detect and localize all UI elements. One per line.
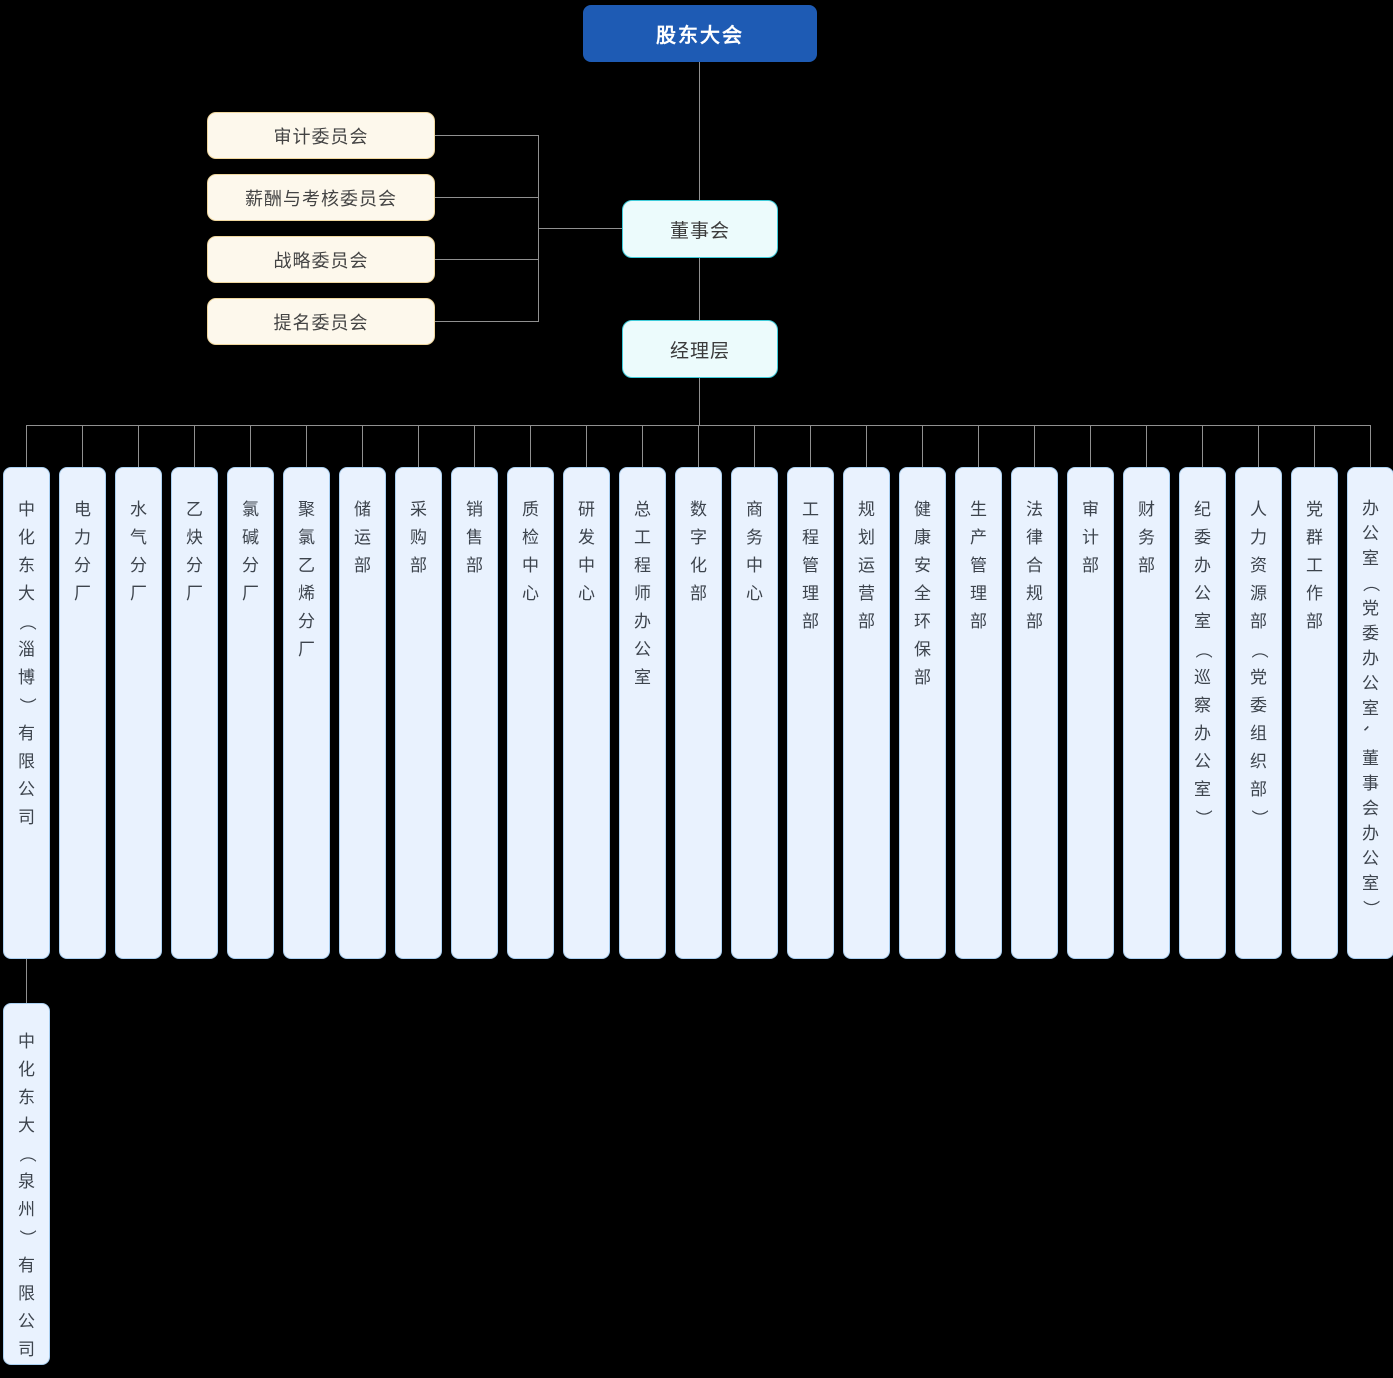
department-box: 财务部 [1123,467,1170,959]
department-box: 氯碱分厂 [227,467,274,959]
connector-line [418,425,419,467]
department-box: 纪委办公室（巡察办公室） [1179,467,1226,959]
connector-line [26,959,27,1003]
connector-line [530,425,531,467]
connector-line [1090,425,1091,467]
node-committee-strategy: 战略委员会 [207,236,435,283]
connector-line [306,425,307,467]
connector-line [698,425,699,467]
connector-line [138,425,139,467]
connector-line [699,258,700,320]
department-box: 审计部 [1067,467,1114,959]
department-box: 工程管理部 [787,467,834,959]
department-box: 人力资源部（党委组织部） [1235,467,1282,959]
connector-line [586,425,587,467]
connector-line [1314,425,1315,467]
node-committee-nomination: 提名委员会 [207,298,435,345]
department-box: 商务中心 [731,467,778,959]
connector-line [866,425,867,467]
connector-line [922,425,923,467]
connector-line [538,228,622,229]
connector-line [435,135,538,136]
node-board-of-directors: 董事会 [622,200,778,258]
department-box: 生产管理部 [955,467,1002,959]
connector-line [642,425,643,467]
connector-line [26,425,27,467]
department-box: 质检中心 [507,467,554,959]
department-box: 聚氯乙烯分厂 [283,467,330,959]
connector-line [1202,425,1203,467]
department-box: 法律合规部 [1011,467,1058,959]
connector-line [699,378,700,425]
department-box: 乙炔分厂 [171,467,218,959]
department-box: 总工程师办公室 [619,467,666,959]
subsidiary-box: 中化东大（泉州）有限公司 [3,1003,50,1365]
department-box: 电力分厂 [59,467,106,959]
connector-line [1258,425,1259,467]
connector-line [82,425,83,467]
department-box: 储运部 [339,467,386,959]
node-shareholders-meeting: 股东大会 [583,5,817,62]
connector-line [250,425,251,467]
connector-line [699,62,700,200]
connector-line [1146,425,1147,467]
department-box: 数字化部 [675,467,722,959]
department-box: 中化东大（淄博）有限公司 [3,467,50,959]
connector-line [1370,425,1371,467]
department-box: 水气分厂 [115,467,162,959]
connector-line [435,197,538,198]
department-box: 党群工作部 [1291,467,1338,959]
connector-line [194,425,195,467]
connector-line [474,425,475,467]
department-box: 销售部 [451,467,498,959]
department-box: 规划运营部 [843,467,890,959]
connector-line [362,425,363,467]
connector-line [435,321,538,322]
department-box: 采购部 [395,467,442,959]
connector-line [1034,425,1035,467]
connector-line [978,425,979,467]
department-box: 办公室（党委办公室、董事会办公室） [1347,467,1393,959]
connector-line [435,259,538,260]
connector-line [754,425,755,467]
node-management-layer: 经理层 [622,320,778,378]
node-committee-audit: 审计委员会 [207,112,435,159]
node-committee-compensation-assessment: 薪酬与考核委员会 [207,174,435,221]
connector-line [810,425,811,467]
department-box: 研发中心 [563,467,610,959]
department-box: 健康安全环保部 [899,467,946,959]
